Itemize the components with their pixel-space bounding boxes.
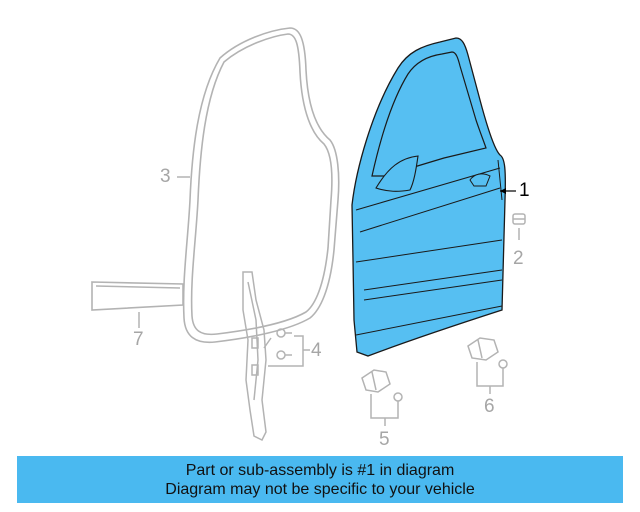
leader-line-4 [268,335,310,367]
banner-line-2: Diagram may not be specific to your vehi… [165,480,475,498]
lower-hinge [361,369,403,410]
callout-2: 2 [513,248,524,269]
leader-arrow-1 [500,188,506,194]
info-banner: Part or sub-assembly is #1 in diagram Di… [17,456,623,503]
callout-3: 3 [160,166,171,187]
callout-4: 4 [311,340,322,361]
hinge-pillar [242,271,267,442]
upper-hinge [467,337,508,376]
nut [512,213,526,225]
callout-5: 5 [379,429,390,450]
weatherstrip-seal [182,27,340,344]
parts-diagram [91,27,526,442]
front-door-shell [351,37,506,357]
leader-line-6 [476,362,504,394]
callout-7: 7 [133,329,144,350]
door-molding [91,281,184,311]
bolts [263,328,292,360]
callout-1: 1 [519,180,530,201]
callout-6: 6 [484,396,495,417]
leader-line-5 [370,394,399,426]
banner-line-1: Part or sub-assembly is #1 in diagram [185,461,455,479]
